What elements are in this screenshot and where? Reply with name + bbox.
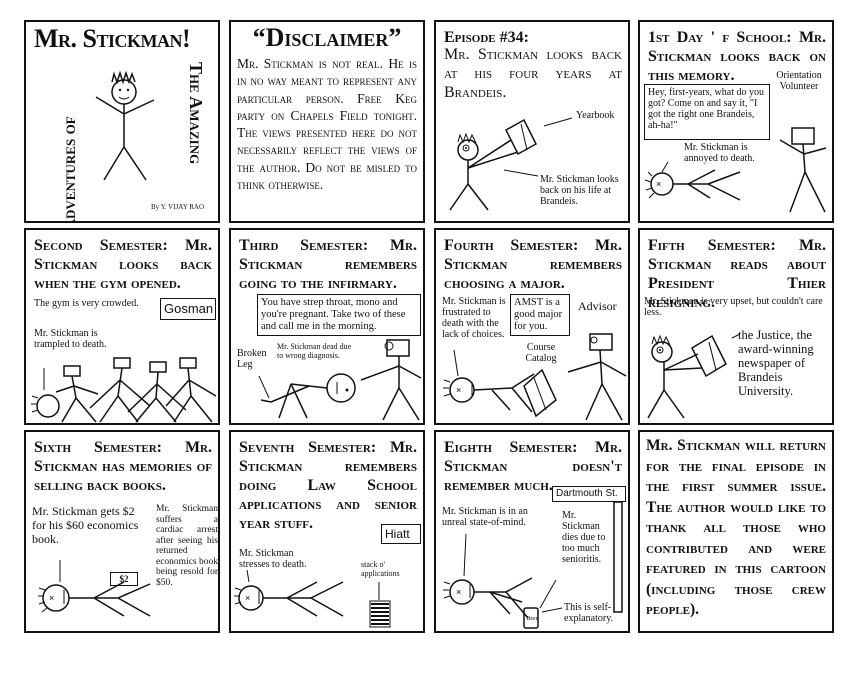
first-day-caption: Mr. Stickman is annoyed to death. xyxy=(684,142,755,164)
panel-seventh-semester: Seventh Semester: Mr. Stickman remembers… xyxy=(229,430,425,633)
unreal-caption: Mr. Stickman is in an unreal state-of-mi… xyxy=(442,506,528,528)
advisor-label: Advisor xyxy=(578,299,617,313)
justice-caption: the Justice, the award-winning newspaper… xyxy=(738,328,814,398)
svg-text:×: × xyxy=(456,587,461,597)
comic-title: Mr. Stickman! xyxy=(34,24,191,53)
book-sale-drawing: × xyxy=(38,560,151,617)
panel-fourth-semester: Fourth Semester: Mr. Stickman remembers … xyxy=(434,228,630,425)
svg-text:×: × xyxy=(245,593,250,603)
episode-caption: Mr. Stickman looks back on his life at B… xyxy=(540,174,619,207)
broken-leg-label: Broken Leg xyxy=(237,348,267,370)
doctor-speech: You have strep throat, mono and you're p… xyxy=(257,294,421,336)
advisor-speech: AMST is a good major for you. xyxy=(510,294,570,336)
panel-disclaimer: “Disclaimer” Mr. Stickman is not real. H… xyxy=(229,20,425,223)
panel-fifth-semester: Fifth Semester: Mr. Stickman reads about… xyxy=(638,228,834,425)
panel-title: Mr. Stickman! Adventures of The Amazing … xyxy=(24,20,220,223)
infirmary-caption: Mr. Stickman dead due to wrong diagnosis… xyxy=(277,342,352,360)
panel-third-semester: Third Semester: Mr. Stickman remembers g… xyxy=(229,228,425,425)
final-note-text: Mr. Stickman will return for the final e… xyxy=(646,437,826,618)
gym-crowd-drawing xyxy=(31,357,217,423)
episode-text: Mr. Stickman looks back at his four year… xyxy=(444,46,622,101)
sells-book-caption: Mr. Stickman gets $2 for his $60 economi… xyxy=(32,504,139,546)
svg-text:×: × xyxy=(656,179,661,189)
svg-text:×: × xyxy=(49,593,54,603)
stress-caption: Mr. Stickman stresses to death. xyxy=(239,548,307,570)
episode-label: Episode #34: xyxy=(444,29,529,46)
panel-final-note: Mr. Stickman will return for the final e… xyxy=(638,430,834,633)
infirmary-drawing xyxy=(258,339,422,421)
panel-episode: Episode #34: Mr. Stickman looks back at … xyxy=(434,20,630,223)
applications-drawing: × xyxy=(234,569,391,628)
fourth-semester-header: Fourth Semester: Mr. Stickman remembers … xyxy=(444,237,622,292)
trampled-caption: Mr. Stickman is trampled to death. xyxy=(34,328,107,350)
volunteer-speech: Hey, first-years, what do you got? Come … xyxy=(644,84,770,140)
catalog-label: Course Catalog xyxy=(525,342,557,364)
major-caption: Mr. Stickman is frustrated to death with… xyxy=(442,296,506,340)
panel-first-day: 1st Day ' f School: Mr. Stickman looks b… xyxy=(638,20,834,223)
disclaimer-title: “Disclaimer” xyxy=(252,23,402,52)
svg-text:×: × xyxy=(456,385,461,395)
stickman-yearbook-drawing xyxy=(449,117,573,211)
byline: By Y. VIJAY RAO xyxy=(151,203,205,211)
dartmouth-sign: Dartmouth St. xyxy=(552,486,626,502)
beer-label: Beer xyxy=(526,616,538,622)
seventh-semester-header: Seventh Semester: Mr. Stickman remembers… xyxy=(239,439,417,532)
gosman-sign: Gosman xyxy=(160,298,216,320)
senioritis-drawing: × xyxy=(443,501,623,629)
panel-second-semester: Second Semester: Mr. Stickman looks back… xyxy=(24,228,220,425)
gym-note: The gym is very crowded. xyxy=(34,298,139,309)
panel-eighth-semester: Eighth Semester: Mr. Stickman doesn't re… xyxy=(434,430,630,633)
third-semester-header: Third Semester: Mr. Stickman remembers g… xyxy=(239,237,417,292)
major-drawing: × xyxy=(443,333,627,421)
cardiac-caption: Mr. Stickman suffers a cardiac arrest af… xyxy=(156,504,219,588)
second-semester-header: Second Semester: Mr. Stickman looks back… xyxy=(34,237,212,292)
volunteer-label: Orientation Volunteer xyxy=(776,70,822,92)
fifth-semester-header: Fifth Semester: Mr. Stickman reads about… xyxy=(648,237,826,311)
panel-sixth-semester: Sixth Semester: Mr. Stickman has memorie… xyxy=(24,430,220,633)
hiatt-sign: Hiatt xyxy=(381,524,421,544)
stack-label: stack o' applications xyxy=(361,560,400,578)
first-day-header: 1st Day ' f School: Mr. Stickman looks b… xyxy=(648,29,826,84)
senioritis-caption: Mr. Stickman dies due to too much senior… xyxy=(562,510,606,565)
sixth-semester-header: Sixth Semester: Mr. Stickman has memorie… xyxy=(34,439,212,494)
upset-note: Mr. Stickman is very upset, but couldn't… xyxy=(644,296,823,318)
yearbook-label: Yearbook xyxy=(576,110,615,121)
newspaper-reader-drawing xyxy=(647,333,741,419)
eighth-semester-header: Eighth Semester: Mr. Stickman doesn't re… xyxy=(444,439,622,494)
self-explanatory-caption: This is self-explanatory. xyxy=(564,602,614,624)
stickman-figure xyxy=(95,70,155,181)
price-tag: $2 xyxy=(110,572,138,586)
disclaimer-body: Mr. Stickman is not real. He is in no wa… xyxy=(237,56,417,193)
first-day-drawing: × xyxy=(644,127,827,213)
